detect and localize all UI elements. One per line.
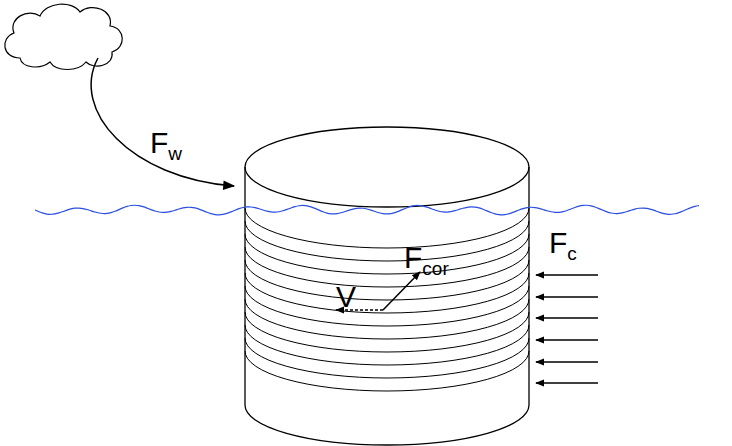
hull-ring	[245, 221, 529, 261]
hull-rings	[245, 208, 529, 391]
cylinder	[245, 127, 529, 445]
hull-ring	[245, 338, 529, 378]
current-arrow	[536, 339, 598, 340]
cloud	[5, 4, 122, 69]
water-line	[35, 205, 699, 215]
hull-ring	[245, 247, 529, 287]
current-arrow	[536, 317, 598, 318]
hull-ring	[245, 234, 529, 274]
force-label: Fcor	[404, 243, 449, 273]
hull-ring	[245, 312, 529, 352]
hull-ring	[245, 260, 529, 300]
force-label: Fw	[150, 128, 182, 158]
hull-ring	[245, 325, 529, 365]
current-arrow	[536, 382, 598, 383]
force-label: Fc	[549, 228, 577, 258]
current-arrow	[536, 274, 598, 275]
force-label: V	[336, 282, 356, 312]
coriolis-force-arrow	[383, 272, 420, 310]
current-force-arrows	[536, 275, 598, 383]
hull-ring	[245, 273, 529, 313]
wind-force-arrow	[91, 58, 234, 186]
current-arrow	[536, 296, 598, 297]
current-arrow	[536, 361, 598, 362]
hull-ring	[245, 351, 529, 391]
